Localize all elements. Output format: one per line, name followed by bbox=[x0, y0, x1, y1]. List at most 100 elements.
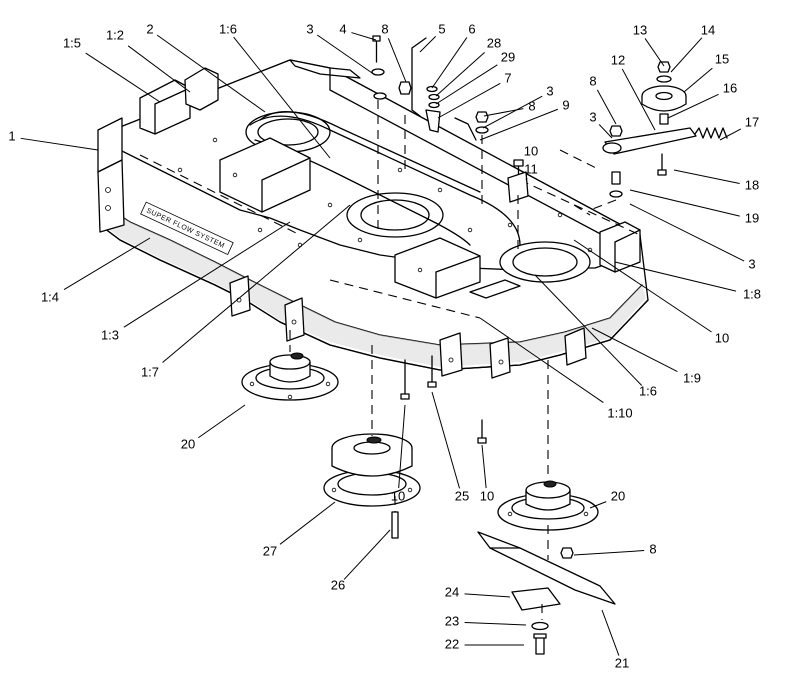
callout-number: 1:6 bbox=[639, 383, 657, 398]
callout-leader bbox=[20, 137, 99, 151]
blade-assembly bbox=[477, 531, 616, 655]
callout-leader bbox=[279, 501, 336, 545]
callout-leader bbox=[673, 169, 740, 184]
callout-number: 28 bbox=[487, 35, 501, 50]
callout-number: 10 bbox=[391, 488, 405, 503]
callout-number: 1:4 bbox=[41, 289, 59, 304]
callout-number: 19 bbox=[745, 210, 759, 225]
callout-number: 4 bbox=[339, 21, 346, 36]
callout-number: 12 bbox=[611, 52, 625, 67]
callout-number: 2 bbox=[146, 21, 153, 36]
callout-number: 17 bbox=[745, 114, 759, 129]
callout-leader bbox=[534, 274, 643, 386]
callout-leader bbox=[343, 529, 391, 580]
callout-leader bbox=[629, 189, 740, 217]
callout-number: 8 bbox=[649, 541, 656, 556]
callout-number: 1:9 bbox=[683, 370, 701, 385]
callout-leader bbox=[629, 203, 745, 262]
callout-leader bbox=[621, 68, 656, 131]
callout-number: 8 bbox=[381, 21, 388, 36]
callout-number: 3 bbox=[306, 21, 313, 36]
callout-number: 8 bbox=[528, 98, 535, 113]
callout-leader bbox=[156, 34, 266, 113]
callout-leader bbox=[479, 108, 559, 141]
callout-number: 10 bbox=[715, 330, 729, 345]
callout-number: 1:2 bbox=[106, 27, 124, 42]
callout-number: 3 bbox=[546, 83, 553, 98]
callout-leader bbox=[464, 593, 511, 598]
callout-leader bbox=[482, 95, 543, 129]
callout-number: 21 bbox=[615, 655, 629, 670]
callout-leader bbox=[573, 550, 645, 556]
callout-number: 25 bbox=[455, 488, 469, 503]
callout-number: 1:7 bbox=[141, 364, 159, 379]
callout-leader bbox=[233, 36, 331, 159]
callout-number: 29 bbox=[501, 49, 515, 64]
callout-leader bbox=[85, 52, 161, 103]
callout-number: 8 bbox=[589, 73, 596, 88]
mower-deck bbox=[97, 59, 649, 379]
callout-number: 9 bbox=[562, 97, 569, 112]
callout-leader bbox=[596, 89, 617, 125]
spindle-center bbox=[323, 433, 421, 507]
callout-leader bbox=[351, 32, 377, 41]
callout-leader bbox=[525, 177, 528, 181]
alignment-lines bbox=[289, 100, 617, 620]
callout-number: 20 bbox=[181, 436, 195, 451]
callout-leader bbox=[591, 327, 678, 372]
callout-number: 1:8 bbox=[743, 286, 761, 301]
callout-number: 1:5 bbox=[63, 35, 81, 50]
callout-number: 27 bbox=[263, 543, 277, 558]
spindle-left bbox=[241, 352, 339, 401]
callout-leader bbox=[198, 404, 246, 439]
callout-number: 18 bbox=[745, 177, 759, 192]
callout-leader bbox=[435, 64, 498, 105]
callout-number: 3 bbox=[589, 109, 596, 124]
callout-leader bbox=[667, 93, 719, 119]
callout-leader bbox=[464, 622, 527, 626]
callout-leader bbox=[670, 37, 703, 73]
callout-leader bbox=[435, 52, 485, 97]
lower-hardware bbox=[391, 355, 574, 559]
callout-number: 26 bbox=[331, 577, 345, 592]
callout-number: 11 bbox=[524, 161, 538, 176]
callout-leader bbox=[127, 45, 191, 93]
callout-leader bbox=[419, 36, 436, 53]
callout-number: 10 bbox=[480, 488, 494, 503]
callout-leader bbox=[437, 82, 501, 119]
callout-leader bbox=[644, 38, 665, 67]
callout-leader bbox=[481, 444, 487, 489]
callout-number: 20 bbox=[611, 488, 625, 503]
callout-leader bbox=[601, 609, 620, 656]
callout-leader bbox=[589, 501, 607, 509]
callout-number: 23 bbox=[445, 613, 459, 628]
callout-number: 1:3 bbox=[101, 327, 119, 342]
callout-leader bbox=[316, 34, 376, 76]
callout-leader bbox=[598, 124, 613, 139]
callout-number: 22 bbox=[445, 636, 459, 651]
callout-leader bbox=[719, 128, 742, 141]
spindle-right bbox=[497, 480, 599, 531]
callout-leader bbox=[431, 391, 461, 489]
callout-number: 24 bbox=[445, 584, 459, 599]
callout-number: 7 bbox=[504, 70, 511, 85]
callout-number: 5 bbox=[438, 21, 445, 36]
callout-leader bbox=[431, 37, 468, 89]
callout-number: 13 bbox=[633, 22, 647, 37]
callout-number: 16 bbox=[723, 80, 737, 95]
callout-number: 10 bbox=[524, 143, 538, 158]
callout-number: 1:6 bbox=[219, 21, 237, 36]
callout-leader bbox=[398, 404, 406, 489]
callout-number: 15 bbox=[715, 51, 729, 66]
callout-leader bbox=[614, 261, 737, 292]
callout-number: 3 bbox=[748, 256, 755, 271]
callout-leader bbox=[387, 38, 407, 83]
callout-number: 1:10 bbox=[607, 405, 632, 420]
callout-leader bbox=[573, 239, 712, 333]
callout-leader bbox=[479, 317, 604, 403]
callout-number: 14 bbox=[701, 22, 715, 37]
callout-leader bbox=[123, 221, 291, 328]
